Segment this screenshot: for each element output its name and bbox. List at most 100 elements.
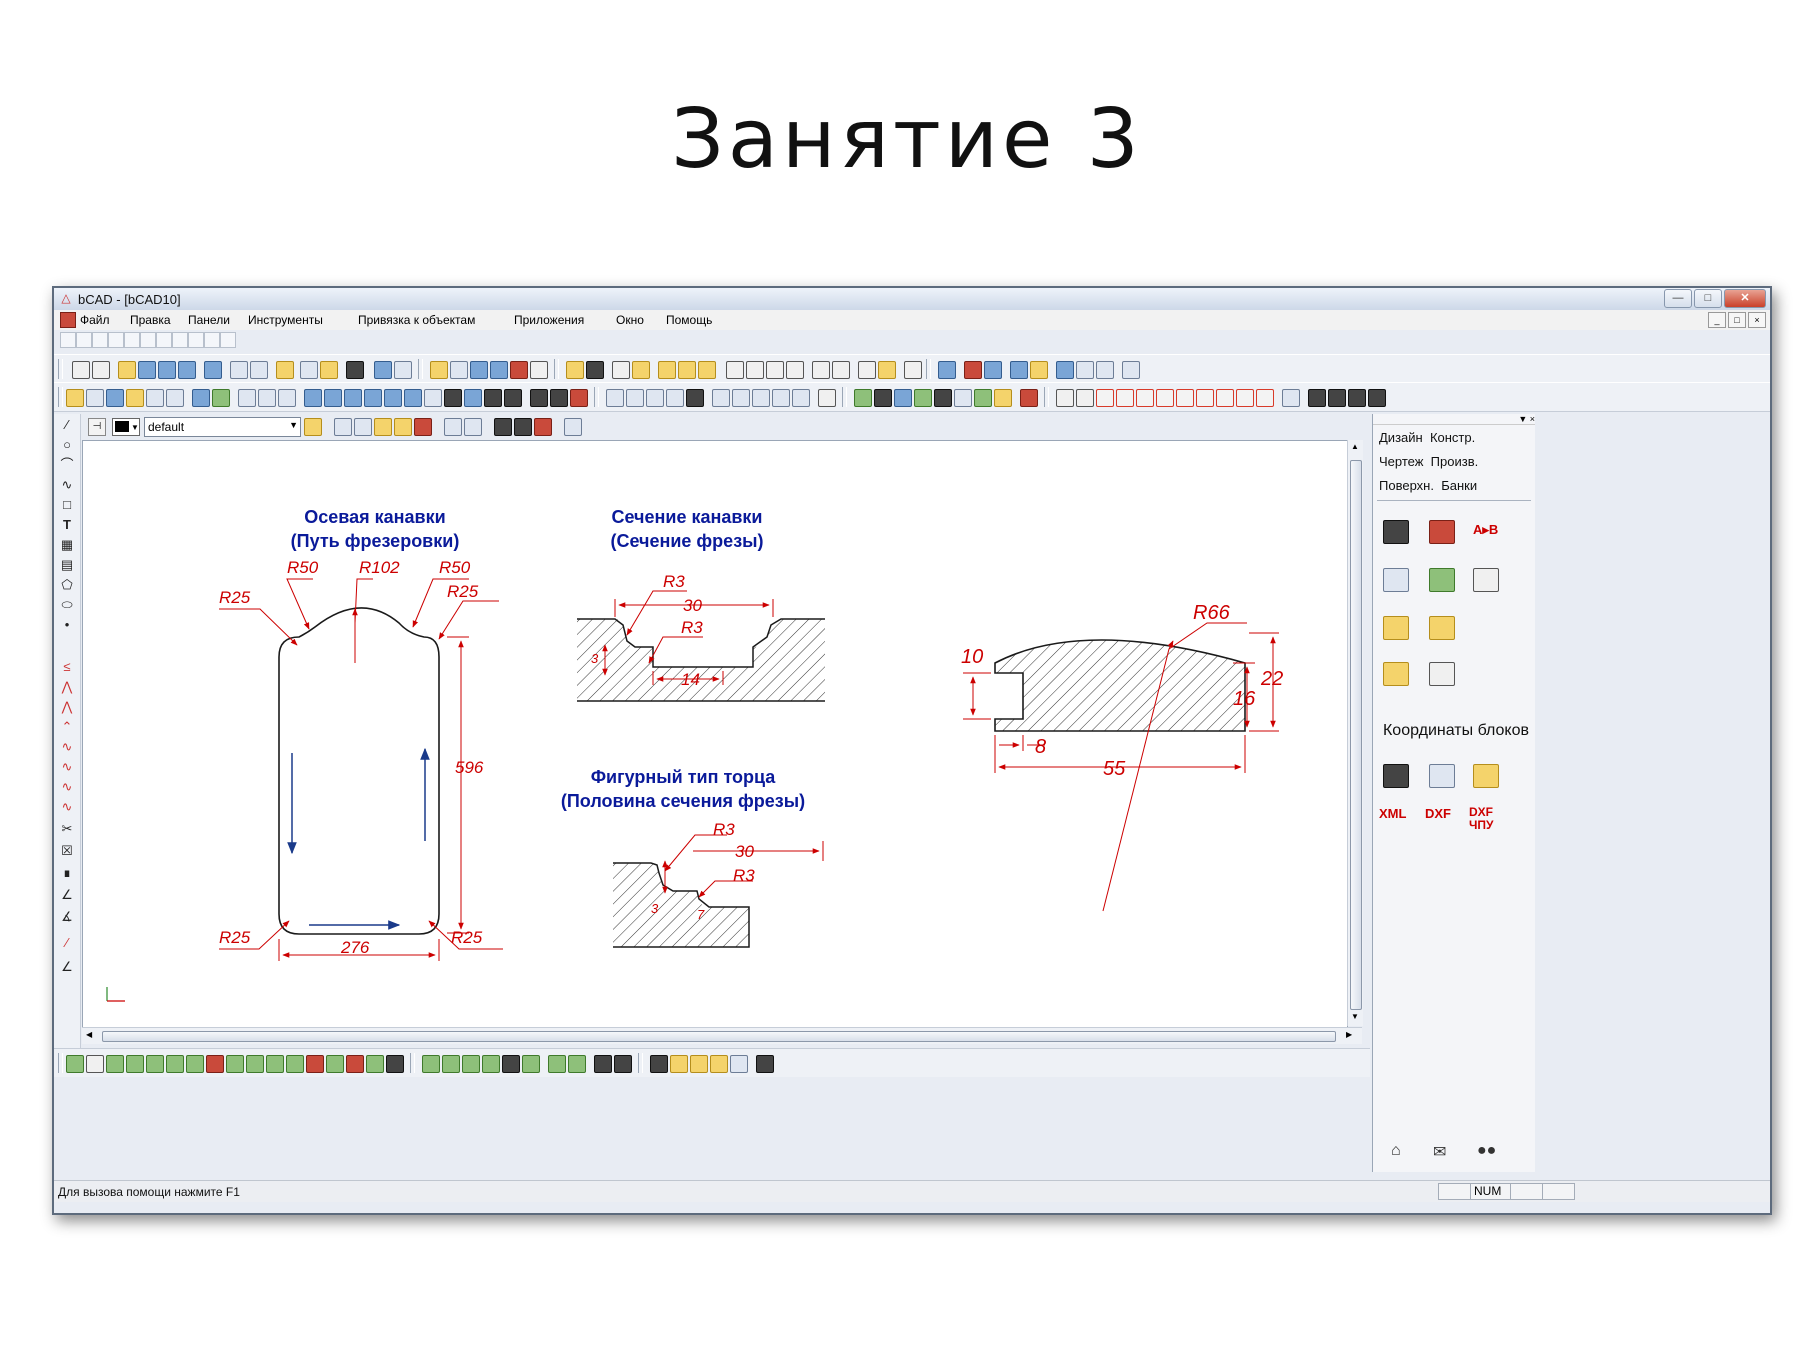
highlight-icon[interactable] (1020, 389, 1038, 407)
chamfer-tool-icon[interactable]: ⋀ (61, 679, 73, 694)
bool-subtract-icon[interactable] (442, 1055, 460, 1073)
anchor-icon[interactable] (594, 1055, 612, 1073)
align2-icon[interactable] (732, 389, 750, 407)
right-panel-header[interactable]: ▼ × (1373, 414, 1535, 425)
perpendicular-icon[interactable] (746, 361, 764, 379)
spreadsheet-money-icon[interactable] (1429, 568, 1455, 592)
material-icon[interactable] (710, 1055, 728, 1073)
cut-icon[interactable] (250, 361, 268, 379)
solid-wedge-icon[interactable] (186, 1055, 204, 1073)
menu-help[interactable]: Помощь (666, 313, 713, 327)
join-tool-icon[interactable]: ∿ (61, 779, 73, 794)
new-template-icon[interactable] (92, 361, 110, 379)
minimize-button[interactable]: — (1664, 289, 1692, 308)
menu-edit[interactable]: Правка (130, 313, 171, 327)
layer-manager-icon[interactable] (304, 418, 322, 436)
point-tool-icon[interactable]: • (64, 617, 70, 632)
pencil-icon[interactable] (276, 361, 294, 379)
find3-icon[interactable] (534, 418, 552, 436)
properties-icon[interactable] (346, 361, 364, 379)
envelope-icon[interactable]: ✉ (1433, 1144, 1447, 1161)
dim-radius-icon[interactable] (1116, 389, 1134, 407)
scissors-tool-icon[interactable]: ✂ (61, 821, 73, 836)
group-icon[interactable] (686, 389, 704, 407)
mdi-restore-button[interactable]: □ (1728, 312, 1746, 328)
angle-r-tool-icon[interactable]: ∡ (61, 909, 73, 924)
polygon-tool-icon[interactable]: ⬠ (61, 577, 73, 592)
block-pick-icon[interactable] (1383, 616, 1409, 640)
people-icon[interactable]: ●● (1477, 1142, 1497, 1159)
maximize-button[interactable]: □ (1694, 289, 1722, 308)
ellipse-tool-icon[interactable]: ⬭ (61, 597, 73, 612)
view-top-icon[interactable] (384, 389, 402, 407)
solid-tube-icon[interactable] (326, 1055, 344, 1073)
dim-leader-icon[interactable] (1156, 389, 1174, 407)
print-icon[interactable] (204, 361, 222, 379)
printer-icon[interactable] (1328, 389, 1346, 407)
fillet-tool-icon[interactable]: ⋀ (61, 699, 73, 714)
tab-banks[interactable]: Банки (1441, 478, 1478, 493)
menu-snap[interactable]: Привязка к объектам (358, 313, 476, 327)
line-tool-icon[interactable]: ∕ (65, 417, 69, 432)
hatch6-icon[interactable] (954, 389, 972, 407)
window-split-v-icon[interactable] (1096, 361, 1114, 379)
solid-spring-icon[interactable] (286, 1055, 304, 1073)
cube2-icon[interactable] (464, 418, 482, 436)
close-button[interactable]: ✕ (1724, 289, 1766, 308)
find-icon[interactable] (494, 418, 512, 436)
view-front-icon[interactable] (304, 389, 322, 407)
scroll-right-icon[interactable]: ▶ (1346, 1030, 1353, 1039)
layer-select[interactable]: default ▼ (144, 417, 301, 437)
tab-construct[interactable]: Констр. (1429, 430, 1476, 445)
block-delete-icon[interactable] (1429, 616, 1455, 640)
fan-icon[interactable] (1429, 764, 1455, 788)
document-tab-strip[interactable] (60, 332, 236, 348)
point-icon[interactable] (904, 361, 922, 379)
move-icon[interactable] (606, 389, 624, 407)
mdi-minimize-button[interactable]: _ (1708, 312, 1726, 328)
database-icon[interactable] (1368, 389, 1386, 407)
zoom-extents-icon[interactable] (278, 389, 296, 407)
printer2-icon[interactable] (1348, 389, 1366, 407)
hatch7-icon[interactable] (974, 389, 992, 407)
solid-sphere-icon[interactable] (106, 1055, 124, 1073)
eye-icon[interactable] (424, 389, 442, 407)
view-back-icon[interactable] (324, 389, 342, 407)
solid-cylinder-icon[interactable] (126, 1055, 144, 1073)
dim-ordinate-icon[interactable] (1176, 389, 1194, 407)
horizontal-scroll-thumb[interactable] (102, 1031, 1336, 1042)
bool-intersect-icon[interactable] (462, 1055, 480, 1073)
scroll-up-icon[interactable]: ▲ (1351, 442, 1359, 451)
title-bar[interactable]: △ bCAD - [bCAD10] — □ ✕ (54, 288, 1770, 310)
offset-tool-icon[interactable]: ≤ (63, 659, 71, 674)
wireframe-icon[interactable] (334, 418, 352, 436)
stretch-tool-icon[interactable]: ∿ (61, 799, 73, 814)
binoculars-icon[interactable] (530, 389, 548, 407)
block-replace-icon[interactable] (1429, 520, 1455, 544)
trim-tool-icon[interactable]: ⌃ (61, 719, 73, 734)
menu-panels[interactable]: Панели (188, 313, 230, 327)
bool-section-icon[interactable] (502, 1055, 520, 1073)
rotate-icon[interactable] (626, 389, 644, 407)
bool-union-icon[interactable] (422, 1055, 440, 1073)
measure-tool-icon[interactable]: ∕ (65, 935, 69, 950)
boxes-icon[interactable] (1383, 662, 1409, 686)
bool-slice-icon[interactable] (482, 1055, 500, 1073)
camera-icon[interactable] (444, 389, 462, 407)
box-closed-icon[interactable] (698, 361, 716, 379)
horizontal-scrollbar[interactable]: ◀ ▶ (82, 1027, 1362, 1044)
dim-angular-icon[interactable] (1096, 389, 1114, 407)
render-icon[interactable] (938, 361, 956, 379)
block-tool-icon[interactable]: ∎ (62, 865, 72, 880)
table-icon[interactable] (146, 389, 164, 407)
axis-icon[interactable] (464, 389, 482, 407)
bulb-icon[interactable] (690, 1055, 708, 1073)
intersection-icon[interactable] (726, 361, 744, 379)
measure2-tool-icon[interactable]: ∠ (61, 959, 73, 974)
grid-icon[interactable] (106, 389, 124, 407)
solid-pyramid-icon[interactable] (146, 1055, 164, 1073)
save-all-icon[interactable] (178, 361, 196, 379)
text-tool-icon[interactable]: T (63, 517, 71, 532)
pin-icon[interactable]: ⊣ (88, 418, 106, 436)
zoom-icon[interactable] (450, 361, 468, 379)
